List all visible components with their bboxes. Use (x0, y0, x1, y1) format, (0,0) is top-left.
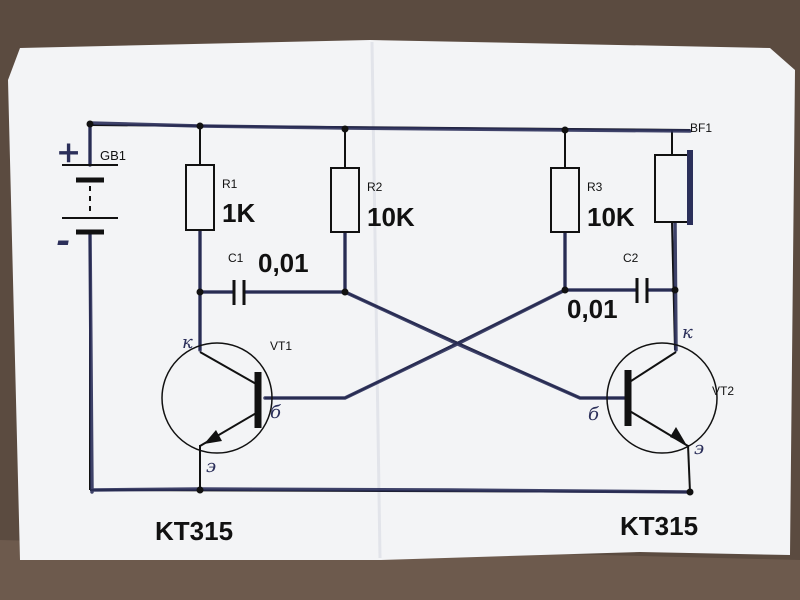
vt2-name: VT2 (712, 384, 734, 398)
junction-dot (196, 288, 204, 296)
r1-value: 1K (222, 198, 255, 228)
c2-value: 0,01 (567, 294, 618, 324)
r2-name: R2 (367, 180, 383, 194)
speaker-label: BF1 (690, 121, 712, 135)
pen-cross-1 (343, 290, 627, 400)
vt2-part-number: KT315 (620, 511, 698, 541)
junction-dot (341, 288, 349, 296)
battery-label: GB1 (100, 148, 126, 163)
r3-name: R3 (587, 180, 603, 194)
junction-dot (196, 486, 204, 494)
vt2-collector-mark: к (682, 322, 693, 343)
junction-dot (561, 126, 569, 134)
c2-name: C2 (623, 251, 639, 265)
vt1-emitter-mark: э (206, 456, 216, 477)
junction-dot (196, 122, 204, 130)
vt1-name: VT1 (270, 339, 292, 353)
r3-value: 10K (587, 202, 635, 232)
battery-minus-sign: - (56, 221, 70, 261)
capacitor-c1 (232, 280, 246, 305)
resistor-r1 (185, 164, 215, 231)
vt2-emitter-wire (687, 444, 691, 493)
resistor-r3 (550, 167, 580, 233)
junction-dot (341, 125, 349, 133)
vt2-emitter-mark: э (694, 438, 704, 459)
transistor-vt2 (606, 342, 718, 454)
junction-dot (86, 120, 94, 128)
c1-value: 0,01 (258, 248, 309, 278)
r2-value: 10K (367, 202, 415, 232)
resistor-r2 (330, 167, 360, 233)
vt1-base-mark: б (270, 402, 282, 423)
junction-dot (561, 286, 569, 294)
pen-cross-2 (263, 288, 567, 400)
speaker-bf1 (654, 154, 690, 223)
pen-left-rail (88, 230, 94, 494)
vt2-base-mark: б (588, 404, 600, 425)
c1-name: C1 (228, 251, 244, 265)
r1-name: R1 (222, 177, 238, 191)
pen-bf1-wire (673, 220, 678, 352)
pen-bottom-rail (90, 487, 692, 494)
battery-plus-sign: + (56, 135, 81, 170)
junction-dot (686, 488, 694, 496)
vt1-part-number: KT315 (155, 516, 233, 546)
vt1-collector-mark: к (182, 332, 193, 353)
junction-dot (671, 286, 679, 294)
transistor-vt1 (161, 342, 273, 454)
capacitor-c2 (635, 278, 649, 303)
battery-gb1 (62, 164, 118, 235)
